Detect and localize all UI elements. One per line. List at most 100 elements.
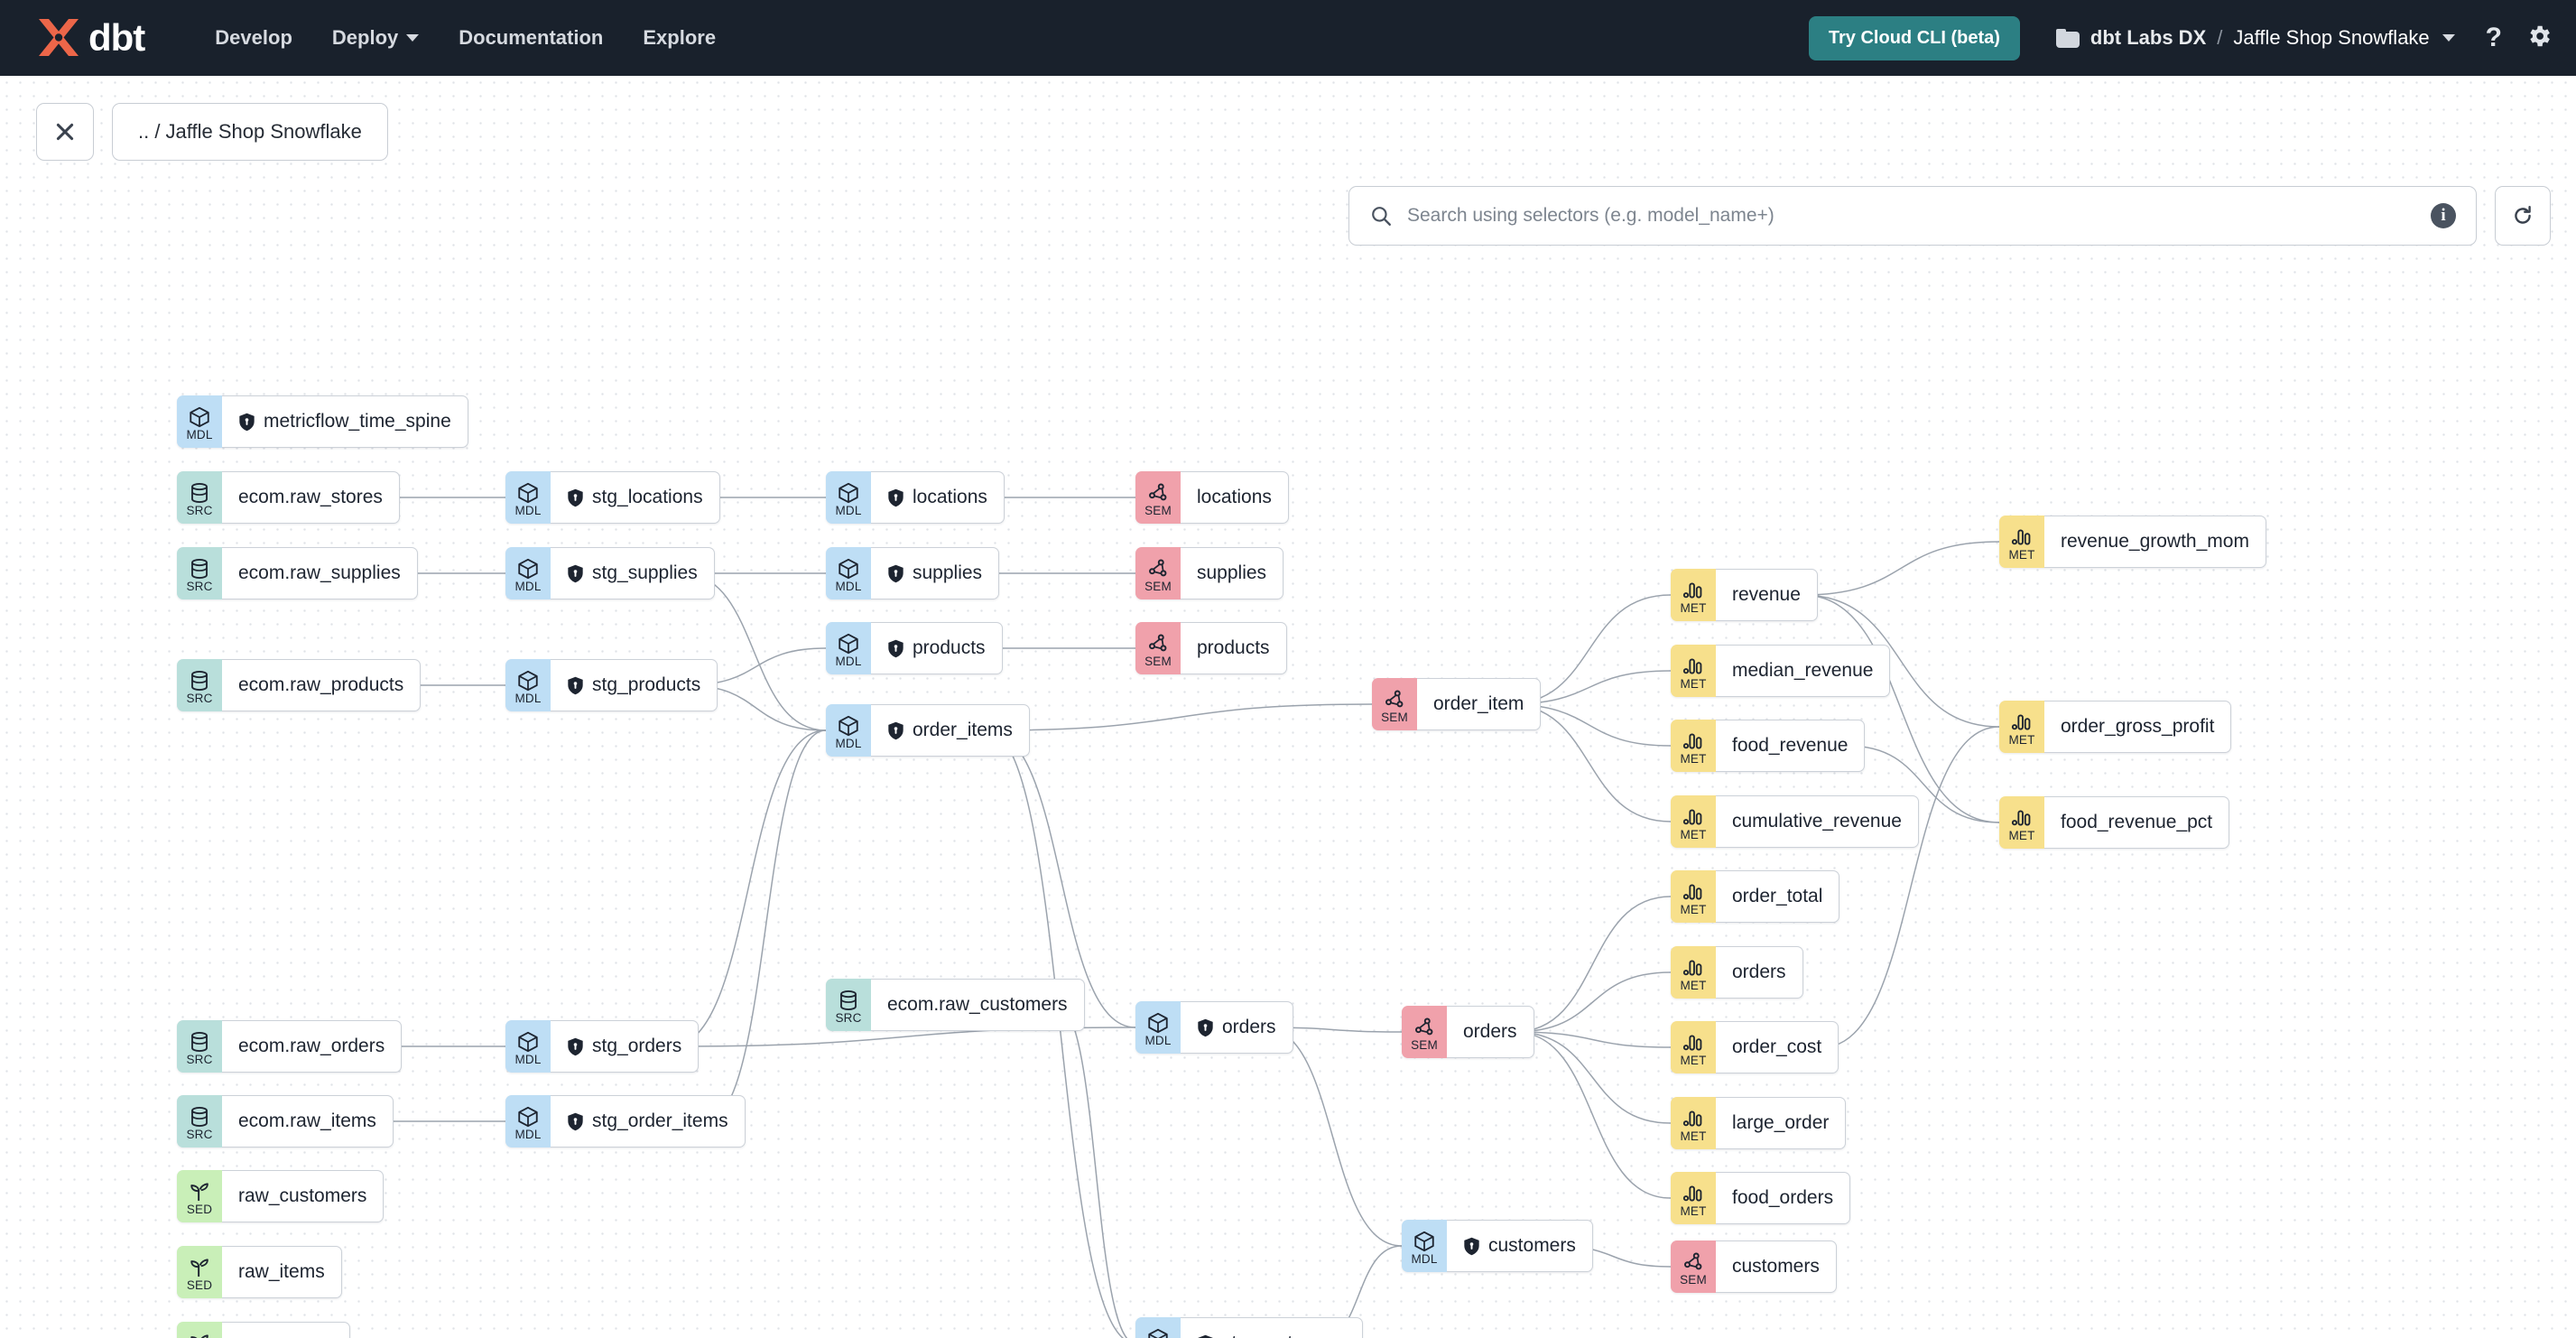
search-box[interactable]: i <box>1348 186 2477 246</box>
node-label: stg_locations <box>592 487 703 507</box>
refresh-button[interactable] <box>2495 186 2551 246</box>
shield-icon <box>1198 1334 1213 1338</box>
node-type-badge-sem: SEM <box>1402 1006 1447 1058</box>
node-type-label: MDL <box>514 579 542 593</box>
chevron-down-icon[interactable] <box>2442 34 2455 42</box>
graph-node-mdl_orders[interactable]: MDL orders <box>1135 1001 1293 1054</box>
node-label-wrap: revenue <box>1716 569 1818 621</box>
dbt-logo[interactable]: dbt <box>34 16 145 60</box>
node-type-label: MDL <box>1144 1033 1172 1047</box>
graph-node-met_revenue[interactable]: MET revenue <box>1671 569 1818 621</box>
node-label: order_gross_profit <box>2061 716 2215 737</box>
close-button[interactable] <box>36 103 94 161</box>
shield-icon <box>568 564 583 582</box>
lineage-edge <box>670 729 827 1047</box>
try-cloud-cli-button[interactable]: Try Cloud CLI (beta) <box>1808 15 2020 60</box>
nav-link-documentation[interactable]: Documentation <box>439 17 623 59</box>
cube-icon <box>839 715 858 736</box>
node-type-label: SRC <box>186 579 213 593</box>
node-label-wrap: stg_products <box>551 659 718 711</box>
bar-chart-icon <box>1682 582 1702 599</box>
cube-icon <box>839 558 858 579</box>
node-label-wrap: locations <box>1181 471 1289 524</box>
database-icon <box>191 558 208 579</box>
node-label: stg_products <box>592 674 701 695</box>
node-label-wrap: stg_supplies <box>551 547 715 599</box>
node-type-badge-mdl: MDL <box>826 471 871 524</box>
node-type-badge-mdl: MDL <box>505 1095 551 1148</box>
breadcrumb-chip[interactable]: .. / Jaffle Shop Snowflake <box>112 103 388 161</box>
node-label: food_revenue <box>1732 735 1849 756</box>
nav-right-cluster: Try Cloud CLI (beta) dbt Labs DX / Jaffl… <box>1808 15 2553 60</box>
node-label: ecom.raw_customers <box>887 994 1068 1015</box>
gear-icon[interactable] <box>2525 23 2553 54</box>
node-label-wrap: metricflow_time_spine <box>222 395 468 448</box>
node-label-wrap: products <box>871 622 1003 674</box>
nav-link-explore[interactable]: Explore <box>623 17 736 59</box>
node-type-badge-sed: SED <box>177 1170 222 1222</box>
node-type-badge-mdl: MDL <box>826 704 871 757</box>
info-icon[interactable]: i <box>2431 203 2456 228</box>
nav-link-deploy[interactable]: Deploy <box>312 17 439 59</box>
semantic-graph-icon <box>1149 634 1167 652</box>
node-label: locations <box>1197 487 1272 507</box>
node-type-label: MET <box>1680 600 1707 615</box>
graph-node-stg_supplies[interactable]: MDL stg_supplies <box>505 547 715 599</box>
top-navigation-bar: dbt Develop Deploy Documentation Explore… <box>0 0 2576 76</box>
node-label-wrap: raw_customers <box>222 1170 385 1222</box>
account-name: dbt Labs DX <box>2090 26 2207 49</box>
node-type-badge-met: MET <box>1671 1172 1716 1224</box>
account-project-breadcrumb[interactable]: dbt Labs DX / Jaffle Shop Snowflake <box>2055 26 2455 50</box>
bar-chart-icon <box>1682 658 1702 674</box>
node-type-badge-sem: SEM <box>1372 678 1417 730</box>
chevron-down-icon <box>406 34 420 42</box>
node-label-wrap: ecom.raw_items <box>222 1095 394 1148</box>
node-type-badge-met: MET <box>1999 516 2044 568</box>
node-type-badge-sem: SEM <box>1135 547 1181 599</box>
nav-link-develop[interactable]: Develop <box>195 17 312 59</box>
search-input[interactable] <box>1407 205 2431 227</box>
semantic-graph-icon <box>1149 559 1167 577</box>
question-mark-icon[interactable]: ? <box>2485 23 2502 52</box>
node-label: orders <box>1222 1017 1276 1037</box>
node-type-label: SEM <box>1381 710 1408 724</box>
